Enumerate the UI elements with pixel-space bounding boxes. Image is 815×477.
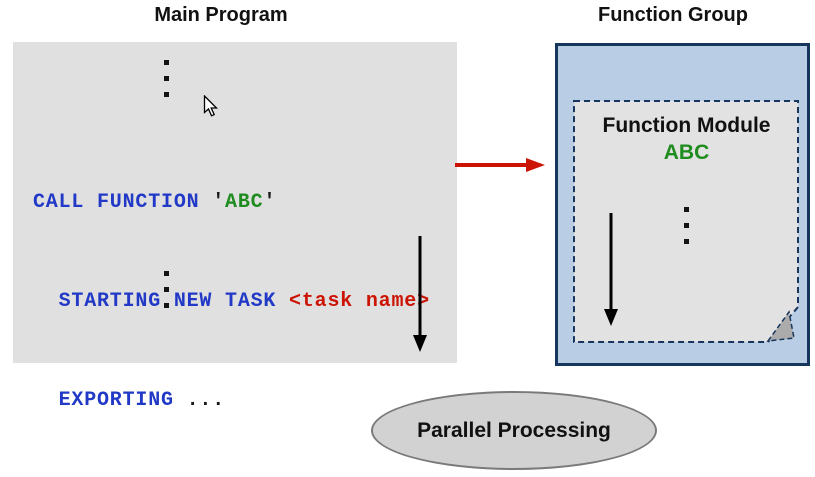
function-module-box: [573, 100, 799, 343]
vertical-ellipsis-icon: [164, 271, 169, 308]
code-line-call-function: CALL FUNCTION 'ABC': [33, 186, 430, 219]
code-quote: ': [212, 191, 226, 214]
main-program-box: [13, 42, 457, 363]
dot: [164, 271, 169, 276]
code-line-starting-new-task: STARTING NEW TASK <task name>: [33, 285, 430, 318]
code-keyword: STARTING NEW TASK: [33, 290, 290, 313]
down-arrow-icon: [604, 213, 618, 326]
dot: [164, 76, 169, 81]
parallel-processing-ellipse: Parallel Processing: [371, 391, 657, 470]
red-flow-arrow-icon: [455, 158, 545, 172]
function-module-name: ABC: [663, 141, 710, 164]
dot: [684, 239, 689, 244]
function-module-title: Function Module: [602, 114, 771, 137]
dot: [164, 92, 169, 97]
dot: [684, 207, 689, 212]
dot: [684, 223, 689, 228]
vertical-ellipsis-icon: [164, 60, 169, 97]
code-keyword: CALL FUNCTION: [33, 191, 213, 214]
page-curl-icon: [766, 310, 795, 342]
code-quote: ': [263, 191, 277, 214]
code-line-exporting: EXPORTING ...: [33, 384, 430, 417]
down-arrow-icon: [413, 236, 427, 352]
abap-code-block: CALL FUNCTION 'ABC' STARTING NEW TASK <t…: [33, 120, 430, 477]
code-task-name-placeholder: <task name>: [289, 290, 430, 313]
function-group-title: Function Group: [598, 4, 748, 26]
code-keyword: EXPORTING: [33, 389, 187, 412]
main-program-title: Main Program: [154, 4, 288, 26]
code-ellipsis: ...: [186, 389, 226, 412]
parallel-processing-label: Parallel Processing: [417, 418, 611, 442]
dot: [164, 60, 169, 65]
dot: [164, 287, 169, 292]
mouse-cursor-icon: [203, 95, 219, 117]
vertical-ellipsis-icon: [684, 207, 689, 244]
dot: [164, 303, 169, 308]
code-function-name: ABC: [225, 191, 264, 214]
